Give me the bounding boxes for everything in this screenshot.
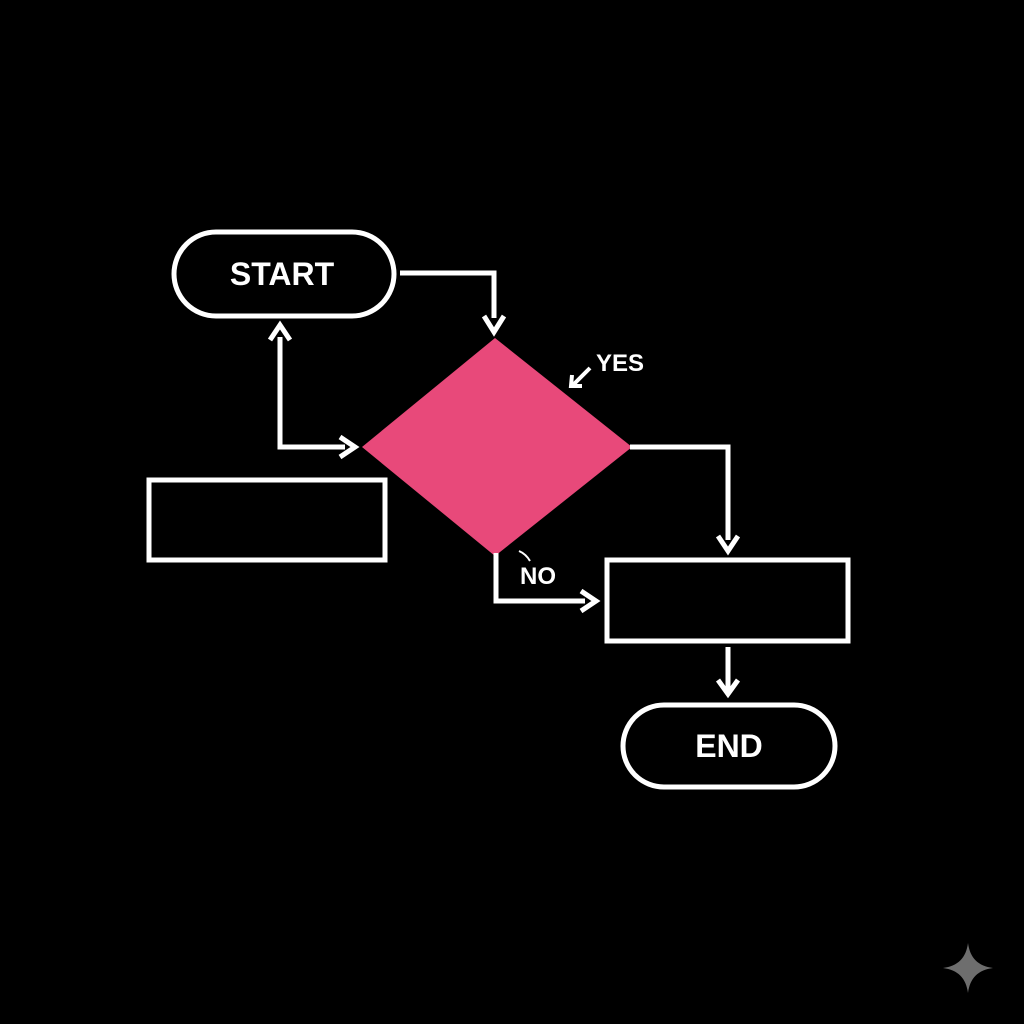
end-node-shape — [620, 702, 838, 790]
edge-start-to-decision — [400, 270, 507, 337]
end-node: END — [620, 702, 838, 790]
process-node-left-shape — [146, 477, 388, 563]
edge-yes-arrowhead — [715, 534, 741, 556]
edge-yes-label-pointer — [571, 366, 592, 387]
edge-start-to-decision-line — [400, 270, 497, 318]
process-node-right-shape — [604, 557, 851, 644]
edge-process-to-end-arrowhead — [715, 678, 741, 699]
edge-loop-back-line — [277, 337, 345, 450]
start-node-label: START — [230, 256, 335, 292]
start-node: START — [171, 229, 397, 319]
process-node-left — [146, 477, 388, 563]
edge-yes-label: YES — [596, 350, 644, 377]
edge-yes-line — [630, 444, 731, 540]
end-node-label: END — [695, 728, 763, 764]
start-node-shape — [171, 229, 397, 319]
sparkle-icon — [943, 943, 993, 993]
edge-loop-back-arrowhead-right — [338, 434, 360, 460]
edge-yes-label-pointer-head — [568, 374, 582, 388]
edge-no-label-tick — [518, 550, 531, 562]
edge-start-to-decision-arrowhead — [481, 314, 507, 337]
decision-node-shape — [362, 338, 632, 556]
edge-yes: YES — [568, 350, 741, 556]
edge-no: NO — [493, 550, 601, 614]
edge-no-label: NO — [520, 563, 556, 590]
edge-loop-back-arrowhead-up — [267, 320, 293, 342]
edge-process-to-end — [715, 647, 741, 699]
edge-no-line — [493, 553, 585, 604]
edge-no-arrowhead — [579, 588, 601, 614]
decision-node — [362, 338, 632, 556]
process-node-right — [604, 557, 851, 644]
edge-loop-back — [267, 320, 360, 460]
